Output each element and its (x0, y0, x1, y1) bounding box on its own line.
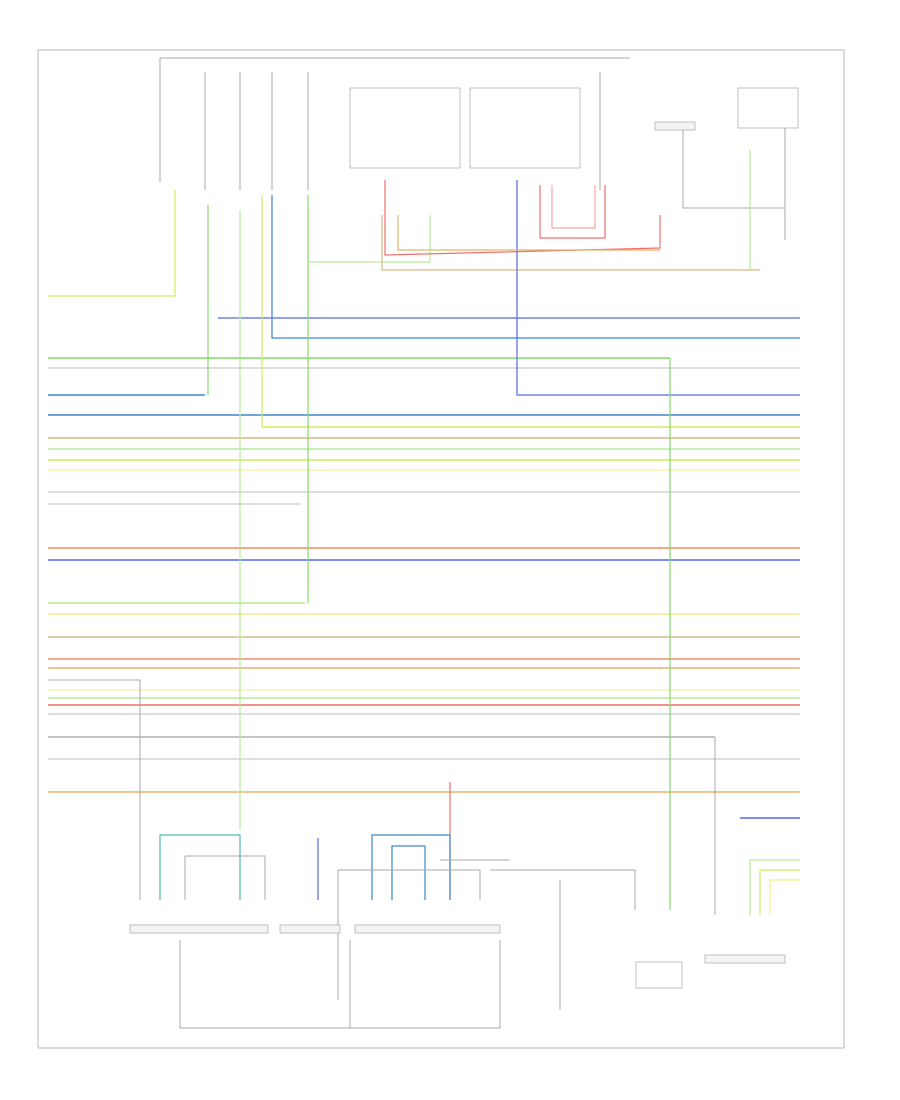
top-modules (159, 57, 799, 240)
diagram-frame (37, 49, 845, 1049)
bottom-modules (129, 834, 800, 1029)
wire-layer (48, 357, 800, 819)
vertical-wires (48, 150, 800, 915)
